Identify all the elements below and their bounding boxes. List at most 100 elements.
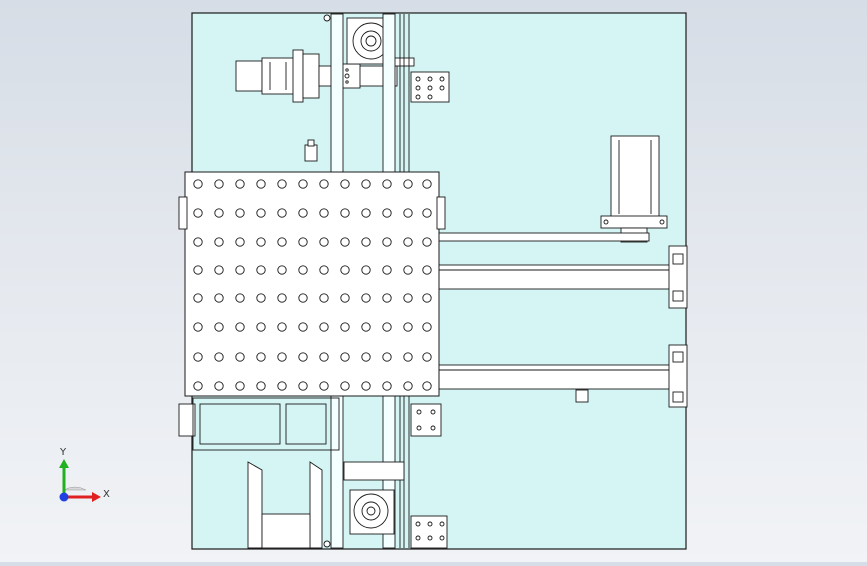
carriage-hole xyxy=(319,322,329,332)
carriage-hole xyxy=(422,293,432,303)
carriage-hole xyxy=(214,352,224,362)
carriage-hole xyxy=(361,208,371,218)
carriage-hole xyxy=(193,381,203,391)
carriage-hole xyxy=(422,322,432,332)
carriage-hole xyxy=(298,293,308,303)
carriage-hole xyxy=(193,237,203,247)
carriage-hole xyxy=(277,293,287,303)
carriage-hole xyxy=(277,179,287,189)
carriage-hole xyxy=(214,381,224,391)
x-axis-label: X xyxy=(103,489,110,500)
perforated-carriage-plate[interactable] xyxy=(184,171,440,397)
carriage-hole xyxy=(235,208,245,218)
carriage-hole xyxy=(382,179,392,189)
carriage-hole xyxy=(340,179,350,189)
carriage-hole xyxy=(361,381,371,391)
carriage-hole xyxy=(193,293,203,303)
carriage-hole xyxy=(193,179,203,189)
carriage-hole xyxy=(403,322,413,332)
carriage-hole xyxy=(193,265,203,275)
carriage-hole xyxy=(319,381,329,391)
carriage-hole xyxy=(214,322,224,332)
carriage-hole xyxy=(382,293,392,303)
carriage-hole xyxy=(382,208,392,218)
carriage-hole xyxy=(256,265,266,275)
carriage-hole xyxy=(361,352,371,362)
carriage-hole xyxy=(361,237,371,247)
bottom-right-mount[interactable] xyxy=(410,515,448,549)
carriage-hole xyxy=(382,352,392,362)
carriage-hole xyxy=(403,293,413,303)
carriage-hole xyxy=(298,208,308,218)
carriage-hole xyxy=(235,265,245,275)
carriage-hole xyxy=(214,237,224,247)
carriage-hole xyxy=(319,208,329,218)
carriage-hole xyxy=(214,293,224,303)
carriage-hole xyxy=(298,381,308,391)
carriage-hole xyxy=(403,179,413,189)
carriage-hole xyxy=(193,352,203,362)
carriage-hole xyxy=(361,265,371,275)
carriage-hole xyxy=(256,381,266,391)
carriage-hole xyxy=(361,179,371,189)
carriage-hole xyxy=(403,381,413,391)
coordinate-triad: Y X xyxy=(59,447,110,502)
carriage-hole xyxy=(277,265,287,275)
carriage-holes xyxy=(193,179,432,391)
carriage-hole xyxy=(277,208,287,218)
carriage-hole xyxy=(319,293,329,303)
carriage-hole xyxy=(235,237,245,247)
carriage-hole xyxy=(403,265,413,275)
carriage-hole xyxy=(193,208,203,218)
carriage-hole xyxy=(340,208,350,218)
carriage-hole xyxy=(422,237,432,247)
bottom-left-bracket[interactable] xyxy=(247,461,323,549)
carriage-hole xyxy=(340,293,350,303)
carriage-hole xyxy=(214,265,224,275)
carriage-hole xyxy=(235,322,245,332)
carriage-hole xyxy=(235,293,245,303)
carriage-hole xyxy=(319,179,329,189)
stepper-motor[interactable] xyxy=(438,135,668,243)
carriage-hole xyxy=(340,352,350,362)
carriage-hole xyxy=(256,237,266,247)
carriage-hole xyxy=(298,237,308,247)
z-axis-icon xyxy=(59,492,69,502)
carriage-hole xyxy=(382,237,392,247)
carriage-hole xyxy=(298,265,308,275)
triad-plane-icon xyxy=(63,486,87,491)
carriage-hole xyxy=(319,237,329,247)
carriage-hole xyxy=(319,352,329,362)
carriage-hole xyxy=(403,208,413,218)
carriage-hole xyxy=(422,381,432,391)
carriage-side-clamps[interactable] xyxy=(178,139,446,437)
carriage-hole xyxy=(277,352,287,362)
carriage-hole xyxy=(256,322,266,332)
lower-frame[interactable] xyxy=(192,397,442,481)
carriage-hole xyxy=(277,237,287,247)
carriage-hole xyxy=(235,352,245,362)
carriage-hole xyxy=(277,381,287,391)
carriage-hole xyxy=(214,179,224,189)
top-right-mount[interactable] xyxy=(391,57,450,103)
carriage-hole xyxy=(256,179,266,189)
carriage-hole xyxy=(256,293,266,303)
carriage-hole xyxy=(256,208,266,218)
carriage-hole xyxy=(214,208,224,218)
bottom-pulley[interactable] xyxy=(323,489,395,548)
carriage-hole xyxy=(422,179,432,189)
carriage-hole xyxy=(382,381,392,391)
carriage-hole xyxy=(277,322,287,332)
carriage-hole xyxy=(340,265,350,275)
carriage-hole xyxy=(235,381,245,391)
y-axis-label: Y xyxy=(59,447,67,458)
carriage-hole xyxy=(422,208,432,218)
carriage-hole xyxy=(340,322,350,332)
carriage-hole xyxy=(340,381,350,391)
carriage-hole xyxy=(361,322,371,332)
carriage-hole xyxy=(340,237,350,247)
carriage-hole xyxy=(403,352,413,362)
horizontal-cylinders[interactable] xyxy=(436,245,688,408)
